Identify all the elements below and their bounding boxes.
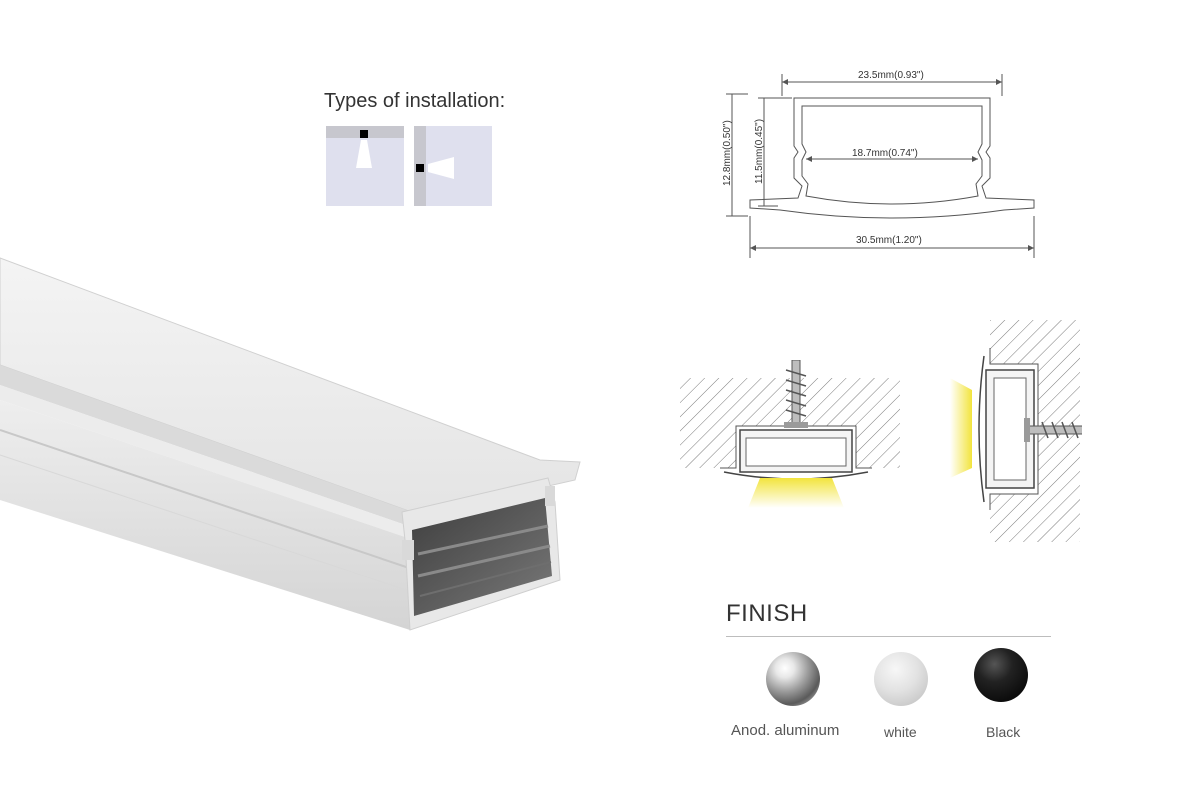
dimension-drawing: 23.5mm(0.93") 18.7mm(0.74") 30.5mm(1.20"…	[722, 70, 1035, 258]
screw-icon	[784, 360, 808, 428]
inner-width-label: 18.7mm(0.74")	[852, 148, 918, 159]
light-beam-icon	[748, 478, 844, 508]
total-height-label: 12.8mm(0.50")	[722, 120, 733, 186]
installation-type-icons	[326, 126, 492, 206]
finish-label-black: Black	[986, 724, 1021, 740]
finish-label-aluminum: Anod. aluminum	[731, 722, 840, 739]
finish-swatch-black[interactable]	[974, 648, 1028, 702]
installation-title: Types of installation:	[324, 90, 506, 112]
light-beam-icon	[950, 378, 972, 478]
screw-icon	[1024, 418, 1082, 442]
finish-swatch-aluminum[interactable]	[766, 652, 820, 706]
ceiling-installation-diagram	[680, 360, 900, 508]
aluminum-profile-render	[0, 257, 581, 631]
top-width-label: 23.5mm(0.93")	[858, 70, 924, 81]
inner-height-label: 11.5mm(0.45")	[754, 119, 765, 184]
finish-swatch-white[interactable]	[874, 652, 928, 706]
finish-divider	[726, 636, 1051, 637]
ceiling-mount-icon	[326, 126, 404, 206]
finish-label-white: white	[884, 724, 917, 740]
wall-mount-icon	[414, 126, 492, 206]
wall-installation-diagram	[950, 320, 1082, 542]
bottom-width-label: 30.5mm(1.20")	[856, 235, 922, 246]
finish-title: FINISH	[726, 600, 808, 627]
